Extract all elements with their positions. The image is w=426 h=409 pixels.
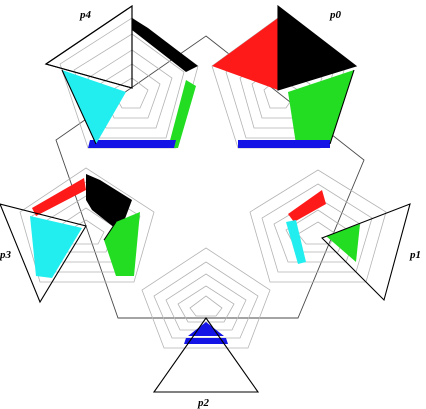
node-p0-label: p0 (329, 9, 342, 21)
node-p1-label: p1 (409, 249, 421, 261)
node-p0-sector-red (212, 18, 278, 90)
hub-pentagon (55, 35, 365, 319)
node-p1-sector-cyan (286, 220, 306, 264)
node-p0: p0 (211, 4, 358, 149)
node-p3-sector-cyan (30, 216, 82, 278)
node-p2-label: p2 (197, 397, 210, 409)
node-p4-sector-blue (88, 140, 176, 148)
node-p1-sector-red (288, 190, 326, 222)
node-p4-sector-green (168, 80, 196, 148)
node-p4-triangle (44, 4, 133, 89)
node-p3-triangle (0, 203, 87, 304)
node-p4: p4 (44, 4, 199, 149)
node-p2-sector-blue (188, 322, 224, 336)
node-p2: p2 (141, 247, 271, 409)
node-p0-sector-green (288, 70, 354, 144)
node-p1: p1 (249, 169, 421, 302)
node-p2-sector-band (184, 338, 228, 344)
node-p1-grid (249, 169, 387, 283)
node-p1-triangle (321, 203, 411, 302)
node-p3-sector-red (32, 178, 86, 216)
node-p2-triangle (152, 317, 260, 393)
node-p4-label: p4 (79, 9, 92, 21)
node-p4-sector-black (132, 18, 198, 72)
node-p3-sector-green (104, 212, 140, 276)
node-p4-sector-cyan (62, 70, 126, 144)
node-p0-sector-blue (238, 140, 330, 148)
node-p0-triangle (277, 4, 358, 91)
node-p3-sector-black (86, 174, 132, 232)
node-p3: p3 (0, 167, 155, 304)
node-p3-label: p3 (0, 249, 12, 261)
node-p0-sector-black (278, 6, 356, 90)
